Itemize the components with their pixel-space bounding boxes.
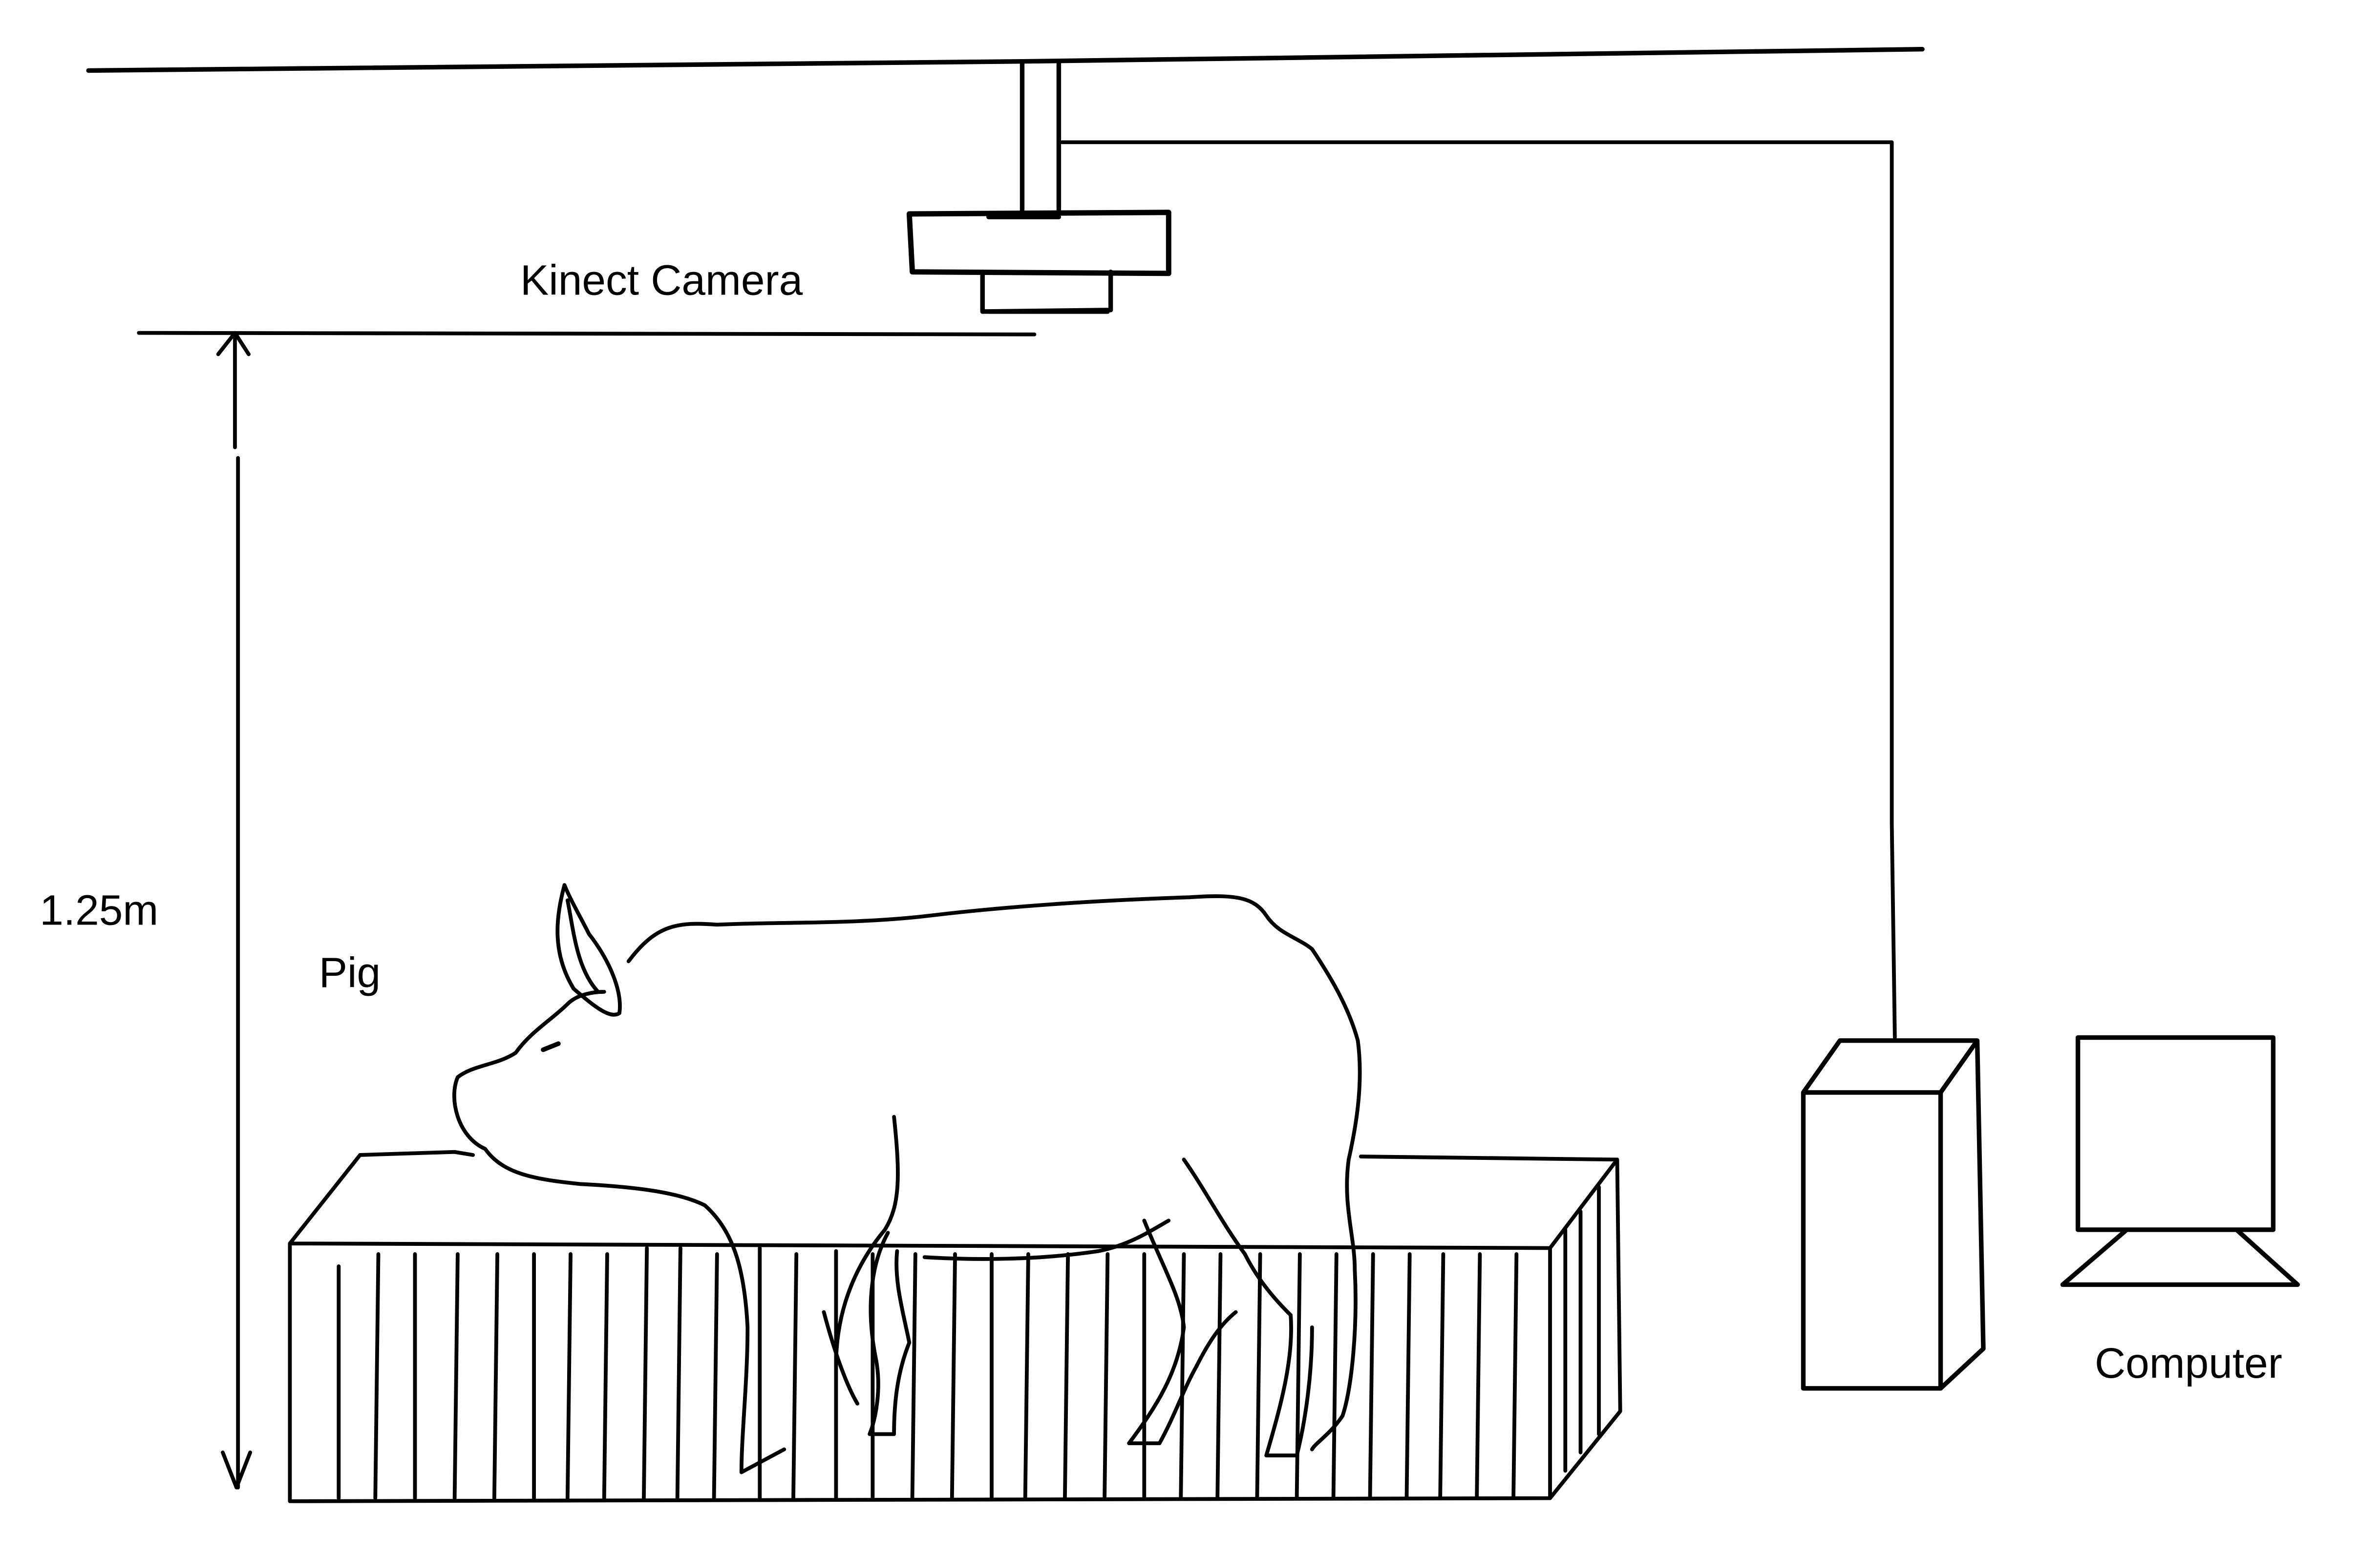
camera-reference-line [137, 331, 1037, 336]
computer-label: Computer [2095, 1339, 2282, 1387]
platform [288, 1150, 1622, 1503]
ceiling [86, 47, 1925, 73]
pig-ear [555, 883, 622, 1017]
camera-mount-pole [986, 59, 1062, 219]
pig-legs [822, 1157, 1314, 1458]
height-label: 1.25m [40, 886, 158, 934]
camera-cable [1060, 140, 1897, 1040]
platform-outline [288, 1150, 1622, 1503]
height-indicator [137, 331, 1037, 1490]
platform-slats [337, 1185, 1601, 1500]
kinect-camera-label: Kinect Camera [520, 256, 803, 304]
pig-body-outline [452, 894, 1362, 1474]
pig-label: Pig [319, 948, 381, 996]
camera-body [906, 210, 1171, 276]
kinect-camera [906, 59, 1171, 314]
height-arrow [216, 331, 253, 1490]
pig [452, 883, 1362, 1474]
computer-tower [1801, 1038, 1986, 1391]
pig-eye [541, 1041, 561, 1052]
computer-monitor [2060, 1035, 2300, 1287]
camera-lens [980, 270, 1113, 314]
